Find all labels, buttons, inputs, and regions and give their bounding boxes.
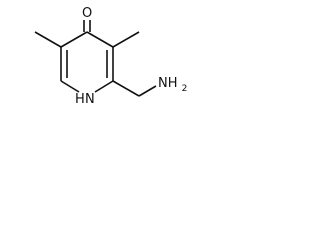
oxygen-label: O [82, 6, 92, 21]
carbonyl-bond [83, 20, 91, 32]
ring-nitrogen-h-label: H [75, 92, 85, 107]
amine-label: NH 2 [158, 76, 187, 94]
bond-c2-n1 [94, 80, 114, 93]
amine-subscript: 2 [182, 84, 188, 94]
bond-c5-methyl [34, 31, 62, 48]
bond-ch2-nh2 [138, 85, 157, 97]
ring-bonds [60, 31, 114, 93]
substituent-bonds [34, 31, 157, 97]
bond-c2-ch2 [112, 80, 140, 97]
ring-nitrogen-label: N [85, 92, 95, 107]
amine-nh: NH [158, 76, 178, 91]
chemical-structure: O H N NH 2 [34, 6, 187, 107]
bond-c5-c4 [60, 31, 88, 48]
bond-c3-methyl [112, 31, 140, 48]
bond-n1-c6 [60, 80, 80, 93]
bond-c4-c3 [86, 31, 114, 48]
